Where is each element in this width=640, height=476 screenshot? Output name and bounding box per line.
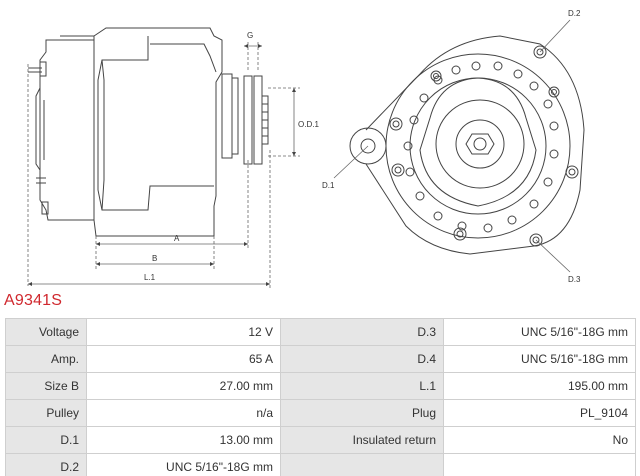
spec-key: D.1 xyxy=(5,426,87,454)
table-row: Pulley n/a Plug PL_9104 xyxy=(5,399,636,427)
spec-value: 27.00 mm xyxy=(86,372,281,400)
label-d2: D.2 xyxy=(568,9,581,18)
spec-value xyxy=(443,453,636,476)
label-a: A xyxy=(174,234,180,243)
spec-value: n/a xyxy=(86,399,281,427)
spec-value: 12 V xyxy=(86,318,281,346)
table-row: Size B 27.00 mm L.1 195.00 mm xyxy=(5,372,636,400)
front-view xyxy=(349,35,585,255)
spec-value: UNC 5/16"-18G mm xyxy=(86,453,281,476)
table-row: D.1 13.00 mm Insulated return No xyxy=(5,426,636,454)
spec-value: PL_9104 xyxy=(443,399,636,427)
table-row: D.2 UNC 5/16"-18G mm xyxy=(5,453,636,476)
side-view xyxy=(28,27,269,237)
spec-key: Plug xyxy=(280,399,444,427)
side-view-dimensions xyxy=(27,42,300,288)
spec-key: D.2 xyxy=(5,453,87,476)
dimension-arrows xyxy=(28,44,296,286)
table-row: Voltage 12 V D.3 UNC 5/16"-18G mm xyxy=(5,318,636,346)
table-row: Amp. 65 A D.4 UNC 5/16"-18G mm xyxy=(5,345,636,373)
spec-key: Amp. xyxy=(5,345,87,373)
label-od1: O.D.1 xyxy=(298,120,319,129)
spec-value: 195.00 mm xyxy=(443,372,636,400)
part-number: A9341S xyxy=(4,292,63,309)
specs-table: Voltage 12 V D.3 UNC 5/16"-18G mm Amp. 6… xyxy=(5,318,636,476)
spec-key: D.3 xyxy=(280,318,444,346)
label-l1: L.1 xyxy=(144,273,156,282)
spec-key: L.1 xyxy=(280,372,444,400)
spec-key: Pulley xyxy=(5,399,87,427)
spec-value: No xyxy=(443,426,636,454)
spec-value: 13.00 mm xyxy=(86,426,281,454)
spec-value: UNC 5/16"-18G mm xyxy=(443,345,636,373)
spec-value: UNC 5/16"-18G mm xyxy=(443,318,636,346)
technical-drawing: G O.D.1 A B L.1 xyxy=(27,9,585,288)
front-view-leaders xyxy=(333,19,571,273)
spec-key: Size B xyxy=(5,372,87,400)
spec-key: D.4 xyxy=(280,345,444,373)
label-g: G xyxy=(247,31,253,40)
spec-key: Voltage xyxy=(5,318,87,346)
spec-key xyxy=(280,453,444,476)
label-d1: D.1 xyxy=(322,181,335,190)
spec-key: Insulated return xyxy=(280,426,444,454)
label-b: B xyxy=(152,254,157,263)
spec-value: 65 A xyxy=(86,345,281,373)
label-d3: D.3 xyxy=(568,275,581,284)
